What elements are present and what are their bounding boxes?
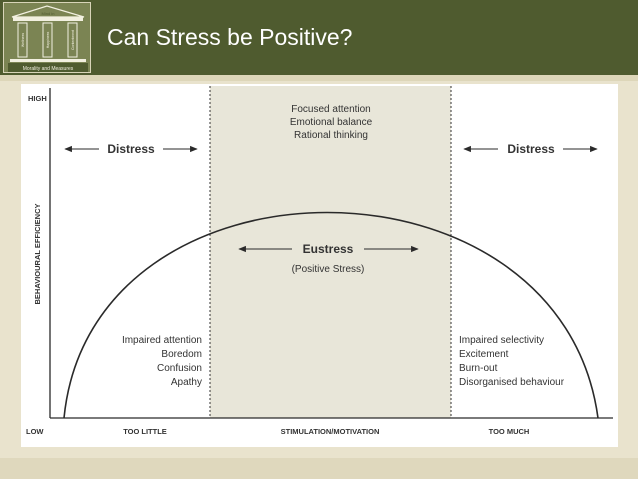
logo-pillar-text: Contentment [71, 30, 75, 50]
stress-curve-diagram: HIGH LOW BEHAVIOURAL EFFICIENCY TOO LITT… [21, 84, 618, 447]
eustress-label: Eustress [303, 242, 354, 256]
logo-top-text: Mind in [42, 11, 55, 16]
distress-right-label: Distress [507, 142, 555, 156]
eustress-zone [210, 86, 451, 418]
right-list-item: Disorganised behaviour [459, 377, 565, 388]
y-axis-label: BEHAVIOURAL EFFICIENCY [33, 204, 42, 305]
x-label-too-little: TOO LITTLE [123, 427, 167, 436]
logo-pillar-text: Wellness [21, 33, 25, 47]
temple-logo-icon: Mind in Wellness Happiness Contentment M… [8, 5, 88, 72]
eustress-sub-label: (Positive Stress) [292, 264, 365, 275]
efficiency-curve [63, 211, 599, 419]
y-low-label: LOW [26, 427, 44, 436]
x-label-too-much: TOO MUCH [489, 427, 530, 436]
slide-footer [0, 458, 638, 479]
y-high-label: HIGH [28, 94, 47, 103]
logo-pillar-text: Happiness [46, 31, 50, 48]
center-trait: Emotional balance [290, 117, 373, 128]
right-list-item: Excitement [459, 349, 509, 360]
center-trait: Rational thinking [294, 130, 368, 141]
institution-logo: Mind in Wellness Happiness Contentment M… [3, 2, 91, 73]
x-label-stimulation: STIMULATION/MOTIVATION [281, 427, 380, 436]
logo-base-text: Morality and Measures [23, 66, 74, 72]
left-list-item: Confusion [157, 363, 202, 374]
right-list-item: Burn-out [459, 363, 498, 374]
header-divider [0, 75, 638, 81]
center-trait: Focused attention [291, 104, 371, 115]
left-list-item: Boredom [161, 349, 202, 360]
right-list-item: Impaired selectivity [459, 335, 544, 346]
left-list-item: Impaired attention [122, 335, 202, 346]
distress-left-label: Distress [107, 142, 155, 156]
left-list-item: Apathy [171, 377, 202, 388]
slide-title: Can Stress be Positive? [107, 24, 353, 50]
diagram-canvas: HIGH LOW BEHAVIOURAL EFFICIENCY TOO LITT… [26, 86, 613, 436]
slide-header: Mind in Wellness Happiness Contentment M… [0, 0, 638, 75]
